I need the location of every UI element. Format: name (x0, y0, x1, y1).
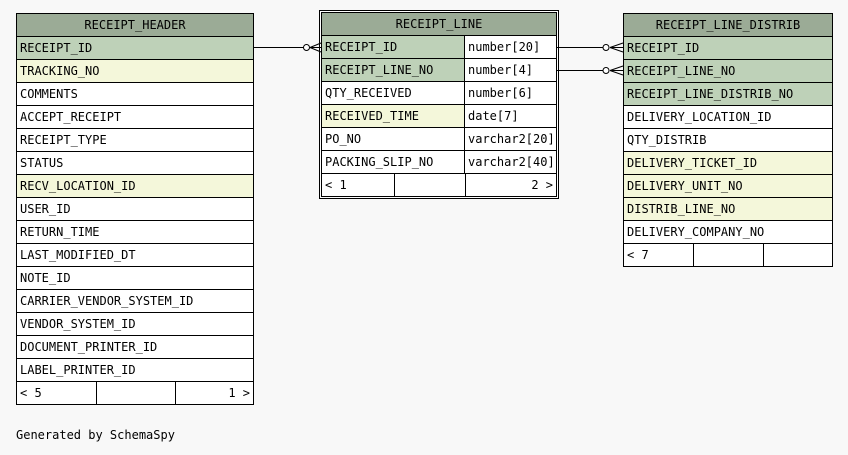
column-name: DELIVERY_COMPANY_NO (627, 225, 765, 239)
column-name: RECEIPT_ID (20, 41, 93, 55)
footer-spacer (693, 244, 764, 266)
column-name: QTY_RECEIVED (325, 86, 412, 100)
column-row: QTY_RECEIVED number[6] (322, 82, 556, 105)
column-row: ACCEPT_RECEIPT (17, 106, 253, 129)
footer-spacer (96, 382, 176, 404)
column-row: DELIVERY_COMPANY_NO (624, 221, 832, 244)
column-name: LABEL_PRINTER_ID (20, 363, 136, 377)
column-row: RECEIPT_ID (17, 37, 253, 60)
column-name: RECEIPT_LINE_DISTRIB_NO (627, 87, 794, 101)
table-footer: < 7 (624, 244, 832, 266)
column-name: PACKING_SLIP_NO (325, 155, 434, 169)
column-name: VENDOR_SYSTEM_ID (20, 317, 136, 331)
column-row: RECEIPT_LINE_NO (624, 60, 832, 83)
column-row: RECEIPT_ID number[20] (322, 36, 556, 59)
column-row: RECV_LOCATION_ID (17, 175, 253, 198)
column-name: DELIVERY_UNIT_NO (627, 179, 743, 193)
column-row: CARRIER_VENDOR_SYSTEM_ID (17, 290, 253, 313)
column-row: DISTRIB_LINE_NO (624, 198, 832, 221)
column-row: RETURN_TIME (17, 221, 253, 244)
table-footer: < 1 2 > (322, 174, 556, 196)
column-name: USER_ID (20, 202, 71, 216)
column-row: LAST_MODIFIED_DT (17, 244, 253, 267)
footer-spacer (394, 174, 466, 196)
column-name: RETURN_TIME (20, 225, 100, 239)
column-name: STATUS (20, 156, 64, 170)
column-name: RECV_LOCATION_ID (20, 179, 136, 193)
column-name: COMMENTS (20, 87, 78, 101)
column-row: NOTE_ID (17, 267, 253, 290)
column-row: DELIVERY_UNIT_NO (624, 175, 832, 198)
column-name: DOCUMENT_PRINTER_ID (20, 340, 158, 354)
table-footer: < 5 1 > (17, 382, 253, 404)
relationship-line-id-to-distrib (556, 42, 624, 53)
column-row: TRACKING_NO (17, 60, 253, 83)
column-name: QTY_DISTRIB (627, 133, 707, 147)
column-row: QTY_DISTRIB (624, 129, 832, 152)
column-name: TRACKING_NO (20, 64, 100, 78)
children-count-link[interactable]: 2 > (531, 178, 553, 192)
column-type: number[6] (464, 82, 556, 104)
column-type: varchar2[20] (464, 128, 556, 150)
children-count-link[interactable]: 1 > (228, 386, 250, 400)
relationship-line-no-to-distrib (556, 65, 624, 76)
column-row: RECEIPT_TYPE (17, 129, 253, 152)
column-name: ACCEPT_RECEIPT (20, 110, 122, 124)
column-row: STATUS (17, 152, 253, 175)
column-row: DELIVERY_LOCATION_ID (624, 106, 832, 129)
column-row: LABEL_PRINTER_ID (17, 359, 253, 382)
column-name: RECEIPT_TYPE (20, 133, 107, 147)
column-row: RECEIPT_LINE_NO number[4] (322, 59, 556, 82)
column-row: RECEIPT_ID (624, 37, 832, 60)
parents-count-link[interactable]: < 7 (627, 248, 649, 262)
column-row: DELIVERY_TICKET_ID (624, 152, 832, 175)
generated-by-label: Generated by SchemaSpy (16, 428, 175, 442)
parents-count-link[interactable]: < 5 (20, 386, 42, 400)
column-name: NOTE_ID (20, 271, 71, 285)
column-name: LAST_MODIFIED_DT (20, 248, 136, 262)
column-name: RECEIPT_LINE_NO (325, 63, 434, 77)
receipt-header-title[interactable]: RECEIPT_HEADER (17, 14, 253, 37)
receipt-line-distrib-table[interactable]: RECEIPT_LINE_DISTRIB RECEIPT_ID RECEIPT_… (623, 13, 833, 267)
column-name: RECEIPT_ID (627, 41, 700, 55)
column-name: DELIVERY_LOCATION_ID (627, 110, 772, 124)
column-name: RECEIPT_LINE_NO (627, 64, 736, 78)
column-row: RECEIVED_TIME date[7] (322, 105, 556, 128)
column-name: RECEIPT_ID (325, 40, 398, 54)
column-name: PO_NO (325, 132, 362, 146)
column-row: DOCUMENT_PRINTER_ID (17, 336, 253, 359)
parents-count-link[interactable]: < 1 (325, 178, 347, 192)
relationship-header-to-line (253, 42, 322, 53)
column-row: COMMENTS (17, 83, 253, 106)
column-row: RECEIPT_LINE_DISTRIB_NO (624, 83, 832, 106)
receipt-header-table[interactable]: RECEIPT_HEADER RECEIPT_ID TRACKING_NO CO… (16, 13, 254, 405)
receipt-line-title[interactable]: RECEIPT_LINE (322, 13, 556, 36)
column-row: PO_NO varchar2[20] (322, 128, 556, 151)
column-row: VENDOR_SYSTEM_ID (17, 313, 253, 336)
column-name: DISTRIB_LINE_NO (627, 202, 736, 216)
column-type: varchar2[40] (464, 151, 556, 173)
receipt-line-table[interactable]: RECEIPT_LINE RECEIPT_ID number[20] RECEIP… (319, 10, 559, 199)
column-name: RECEIVED_TIME (325, 109, 419, 123)
column-type: number[20] (464, 36, 556, 58)
column-type: number[4] (464, 59, 556, 81)
column-type: date[7] (464, 105, 556, 127)
column-name: DELIVERY_TICKET_ID (627, 156, 758, 170)
column-name: CARRIER_VENDOR_SYSTEM_ID (20, 294, 194, 308)
column-row: USER_ID (17, 198, 253, 221)
receipt-line-distrib-title[interactable]: RECEIPT_LINE_DISTRIB (624, 14, 832, 37)
column-row: PACKING_SLIP_NO varchar2[40] (322, 151, 556, 174)
